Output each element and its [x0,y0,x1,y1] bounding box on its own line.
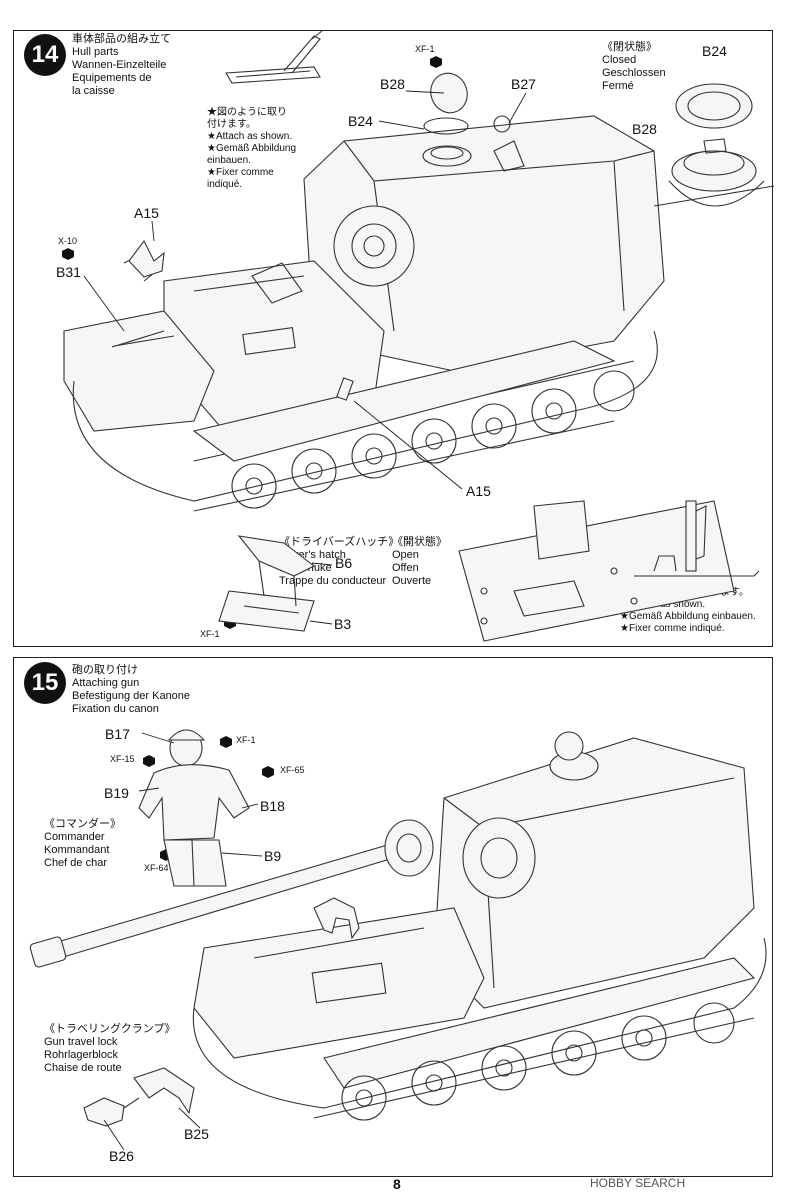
paint-dot-x10 [62,248,74,260]
label-b28-top: B28 [380,76,405,92]
title-en: Attaching gun [72,677,140,689]
step-14-illustration [62,30,775,642]
label-b17: B17 [105,726,130,742]
label-xf1-top: XF-1 [415,44,435,54]
page-number: 8 [393,1176,401,1192]
title-fr-1: Equipements de [72,72,152,84]
label-b6: B6 [335,555,353,571]
step-number-badge: 14 [24,34,66,76]
drivers-hatch-detail [218,535,316,632]
paint-dot-xf15 [143,755,155,767]
part-a15-top [128,239,165,278]
title-ja: 車体部品の組み立て [72,33,171,45]
label-b27: B27 [511,76,536,92]
title-de: Wannen-Einzelteile [72,59,167,71]
hull-drawing-14 [63,72,665,512]
closed-heading: 《閉状態》 Closed Geschlossen Fermé [602,41,666,92]
label-b18: B18 [260,798,285,814]
label-b24-mid: B24 [348,113,373,129]
label-a15-bottom: A15 [466,483,491,499]
label-b25: B25 [184,1126,209,1142]
open-heading: 《開状態》 Open Offen Ouverte [392,536,447,587]
label-a15-top: A15 [134,205,159,221]
paint-dot-xf1 [220,736,232,748]
label-b28-right: B28 [632,121,657,137]
title-fr: Fixation du canon [72,703,159,715]
side-profile-detail [634,500,760,577]
watermark-text: HOBBY SEARCH [590,1176,686,1190]
paint-dot-xf65 [262,766,274,778]
hull-drawing-15 [192,731,767,1121]
closed-hatch-detail [653,83,775,207]
commander-heading: 《コマンダー》 Commander Kommandant Chef de cha… [44,818,121,869]
label-xf15: XF-15 [110,754,135,764]
step-14-title: 車体部品の組み立て Hull parts Wannen-Einzelteile … [72,33,171,98]
step-14-panel: 14 車体部品の組み立て Hull parts Wannen-Einzeltei… [13,30,775,647]
title-en: Hull parts [72,46,119,58]
label-xf1: XF-1 [236,735,256,745]
step-15-illustration [29,729,767,1151]
title-de: Befestigung der Kanone [72,690,191,702]
label-b31: B31 [56,264,81,280]
label-xf64: XF-64 [144,863,169,873]
label-b3: B3 [334,616,352,632]
label-b24-right: B24 [702,43,727,59]
label-b19: B19 [104,785,129,801]
note-attach-top: ★図のように取り 付けます。 ★Attach as shown. ★Gemäß … [207,107,297,190]
travel-lock-parts [83,1067,195,1127]
step-15-title: 砲の取り付け Attaching gun Befestigung der Kan… [72,664,190,716]
title-ja: 砲の取り付け [72,664,138,676]
travel-lock-heading: 《トラベリングクランプ》 Gun travel lock Rohrlagerbl… [44,1023,176,1074]
commander-figure [138,729,250,887]
label-xf65: XF-65 [280,765,305,775]
top-detail-sketch [225,30,323,84]
label-xf1-bottom: XF-1 [200,629,220,639]
open-hatch-detail [458,500,735,642]
title-fr-2: la caisse [72,85,115,97]
step-15-panel: 15 砲の取り付け Attaching gun Befestigung der … [13,657,773,1177]
label-x10: X-10 [58,236,78,246]
step-number-badge: 15 [24,662,66,704]
gun-barrel [29,819,434,968]
paint-dot-xf1-top [430,56,442,68]
label-b9: B9 [264,848,282,864]
label-b26: B26 [109,1148,134,1164]
